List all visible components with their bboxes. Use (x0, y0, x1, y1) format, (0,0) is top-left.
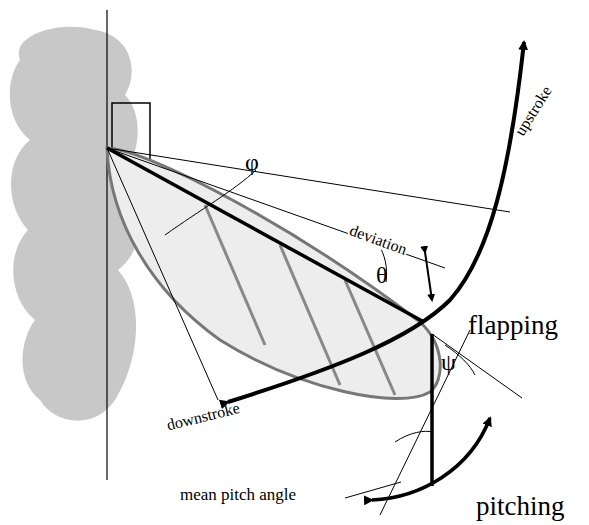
motion-label: pitching (476, 493, 565, 520)
angle-symbol: θ (376, 263, 388, 287)
insect-body (10, 27, 141, 421)
angle-symbol: φ (245, 150, 259, 174)
angle-label: mean pitch angle (180, 486, 296, 503)
motion-label: flapping (468, 312, 558, 339)
wing (107, 148, 440, 399)
angle-label: deviation (347, 222, 410, 258)
angle-symbol: ψ (441, 350, 456, 374)
motion-label: downstroke (165, 400, 241, 434)
